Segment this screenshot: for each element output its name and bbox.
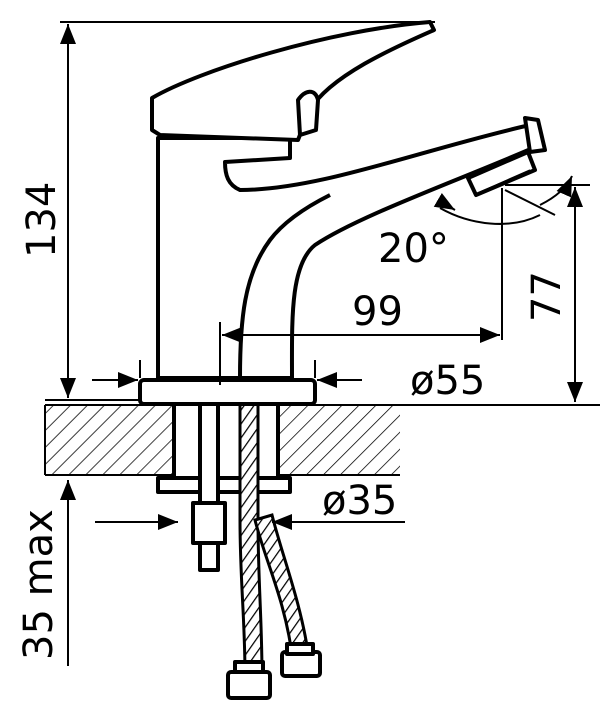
threaded-stud (191, 398, 227, 572)
lever-handle (150, 20, 436, 142)
mounting-shank (156, 400, 292, 494)
label-spout-height: 77 (524, 271, 570, 322)
flexible-hoses (226, 398, 322, 700)
base-flange (138, 378, 317, 406)
label-base-diameter: ø55 (410, 358, 485, 404)
label-max-thickness: 35 max (16, 509, 62, 660)
dim-height-total (45, 21, 435, 401)
dim-spout-reach (219, 188, 503, 385)
label-angle: 20° (378, 226, 449, 272)
dim-base-diameter (92, 360, 362, 388)
dim-angle (433, 175, 573, 225)
faucet-body (156, 116, 547, 380)
dim-spout-height (505, 184, 590, 402)
label-height-total: 134 (19, 182, 65, 258)
label-spout-reach: 99 (352, 289, 403, 335)
label-shank-diameter: ø35 (322, 478, 397, 524)
countertop-section (44, 404, 600, 476)
